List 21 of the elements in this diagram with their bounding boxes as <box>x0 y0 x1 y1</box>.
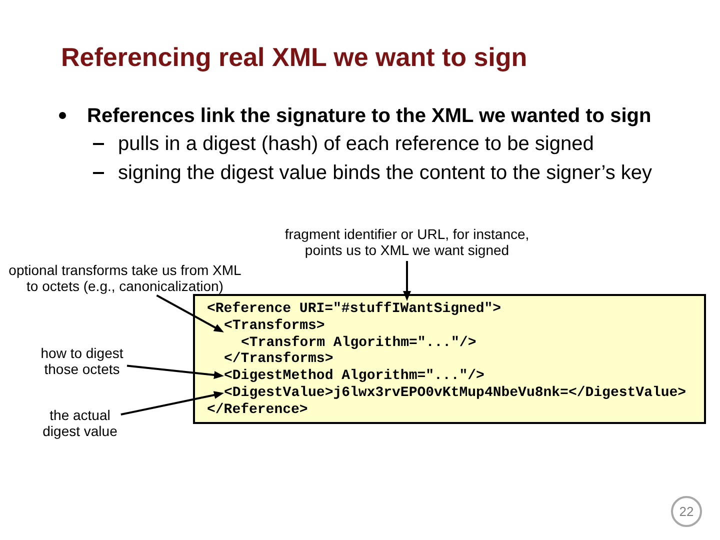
code-line: <DigestValue>j6lwx3rvEPO0vKtMup4NbeVu8nk=</DigestValue> <box>224 385 686 401</box>
callout-text: fragment identifier or URL, for instance, points us to XML we want signed <box>284 226 530 258</box>
callout-text: how to digest those octets <box>40 345 124 377</box>
leader-arrow <box>156 294 224 332</box>
page-number: 22 <box>671 496 702 527</box>
code-line: <Transform Algorithm="..."/> <box>241 335 476 351</box>
callout-text: the actual digest value <box>42 407 118 439</box>
slide-title: Referencing real XML we want to sign <box>61 42 528 72</box>
code-line: <Reference URI="#stuffIWantSigned"> <box>207 301 502 317</box>
callout-text: optional transforms take us from XML to octets (e.g., canonicalization) <box>8 262 242 294</box>
leader-arrow <box>403 261 411 301</box>
sub-bullet-text: signing the digest value binds the content to the signer’s key <box>118 161 652 185</box>
sub-bullet-text: pulls in a digest (hash) of each reference to be signed <box>118 132 594 156</box>
code-line: </Reference> <box>207 402 308 418</box>
bullet-text: References link the signature to the XML we wanted to sign <box>87 104 652 128</box>
leader-arrow <box>126 364 224 379</box>
code-line: </Transforms> <box>224 351 334 367</box>
leader-arrow <box>120 391 224 416</box>
code-box <box>193 294 706 424</box>
code-line: <Transforms> <box>224 318 325 334</box>
code-line: <DigestMethod Algorithm="..."/> <box>224 368 484 384</box>
